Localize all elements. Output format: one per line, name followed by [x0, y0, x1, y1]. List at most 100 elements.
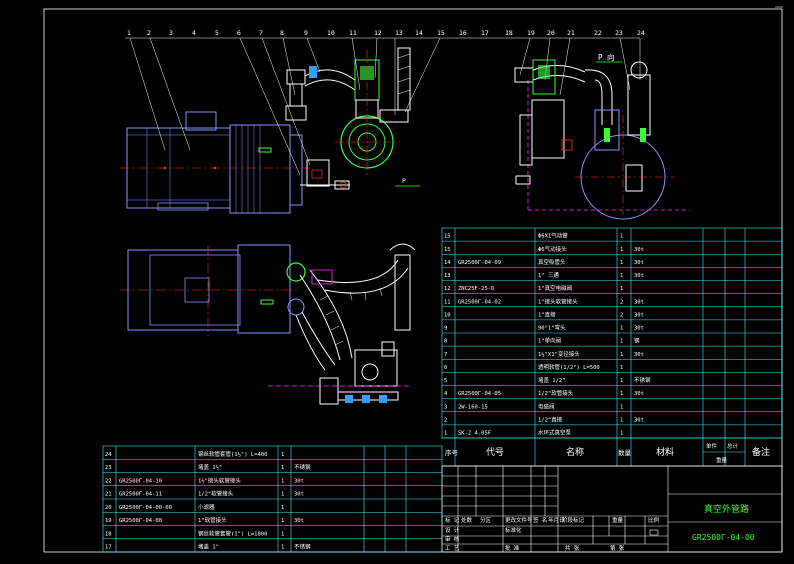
bom-lower-cell-name: 1½"接头软管接头 — [198, 476, 241, 484]
balloon-5: 5 — [215, 29, 219, 37]
bom-lower-cell-no: 19 — [105, 518, 112, 524]
bom-lower-cell-name: 堵盖 1½" — [198, 463, 222, 471]
bom-header-mat: 材料 — [656, 446, 674, 458]
bom-upper-cell-code: GR2500Γ-04-05 — [458, 391, 501, 397]
bom-lower-cell-name: 堵盖 1" — [198, 543, 219, 551]
balloon-3: 3 — [169, 29, 173, 37]
bom-upper-cell-no: 8 — [444, 339, 447, 345]
balloon-2: 2 — [147, 29, 151, 37]
solenoid-valve-small — [306, 159, 330, 187]
bom-upper-cell-no: 7 — [444, 352, 447, 358]
bom-lower-cell-qty: 1 — [281, 545, 284, 551]
bom-upper-cell-mat: 30t — [634, 299, 644, 305]
bom-upper-cell-mat: 30t — [634, 352, 644, 358]
bom-header-note: 备注 — [752, 446, 770, 458]
vacuum-valve-front — [335, 47, 411, 175]
bom-lower-cell-mat: 不锈钢 — [294, 543, 311, 551]
bom-lower-cell-qty: 1 — [281, 478, 284, 484]
bom-lower-cell-mat: 30t — [294, 518, 304, 524]
balloon-12: 12 — [374, 29, 382, 37]
tb-scale: 比例 — [648, 516, 660, 524]
bom-upper-cell-qty: 1 — [620, 352, 623, 358]
bom-upper-cell-code: GR2500Γ-04-09 — [458, 260, 501, 266]
bom-upper-cell-qty: 2 — [620, 312, 623, 318]
bom-lower-cell-mat: 30t — [294, 492, 304, 498]
bom-upper-cell-qty: 1 — [620, 417, 623, 423]
bom-upper-cell-qty: 1 — [620, 365, 623, 371]
tb-approve: 批 准 — [505, 544, 520, 552]
bom-upper-cell-qty: 1 — [620, 391, 623, 397]
bom-upper-cell-no: 2 — [444, 417, 447, 423]
tb-mark: 标 记 — [445, 516, 460, 524]
bom-lower-cell-mat: 30t — [294, 478, 304, 484]
bom-upper-cell-code: GR2500Γ-04-02 — [458, 299, 501, 305]
bom-upper-cell-mat: 钢 — [634, 337, 640, 345]
bom-upper-cell-qty: 1 — [620, 431, 623, 437]
balloon-20: 20 — [547, 29, 555, 37]
bom-upper-cell-name: 真空吸管头 — [538, 258, 566, 266]
bom-upper-cell-no: 4 — [444, 391, 448, 397]
tb-sign: 签 名 — [533, 516, 547, 524]
bom-upper-cell-name: Φ6气动接头 — [538, 245, 567, 253]
balloon-13: 13 — [395, 29, 403, 37]
bom-lower-cell-no: 20 — [105, 505, 112, 511]
tb-review: 审 核 — [445, 535, 460, 543]
tb-weight: 重量 — [612, 516, 624, 524]
bom-upper-cell-qty: 1 — [620, 273, 623, 279]
bom-upper-cell-qty: 1 — [620, 404, 623, 410]
tb-standard: 标准化 — [505, 526, 522, 534]
bom-lower-cell-name: 钢丝软管套管(1½") L=400 — [198, 450, 267, 458]
drawing-number: GR2500Γ-04-00 — [692, 533, 755, 542]
bom-upper-cell-no: 6 — [444, 365, 447, 371]
bom-upper-cell-no: 5 — [444, 378, 447, 384]
balloon-16: 16 — [459, 29, 467, 37]
bom-lower-cell-name: 1"软管接头 — [198, 516, 227, 524]
balloon-10: 10 — [327, 29, 335, 37]
bom-lower-cell-name: 钢丝软管套管(1") L=1800 — [198, 529, 267, 537]
bom-upper-cell-mat: 30t — [634, 312, 644, 318]
balloon-8: 8 — [280, 29, 284, 37]
balloon-18: 18 — [505, 29, 513, 37]
bom-upper-cell-mat: 30t — [634, 417, 644, 423]
bom-upper-cell-no: 12 — [444, 286, 451, 292]
balloon-19: 19 — [527, 29, 535, 37]
bom-upper-cell-name: 1" 三通 — [538, 271, 559, 279]
bom-upper-cell-no: 14 — [444, 260, 451, 266]
title-block — [441, 465, 783, 553]
tb-zone: 分区 — [480, 516, 492, 524]
bom-upper-cell-name: 1/2"直接 — [538, 415, 563, 423]
bom-upper-cell-mat: 30t — [634, 247, 644, 253]
bom-upper-cell-code: ZNC25F-25-D — [458, 286, 494, 292]
plan-view — [120, 243, 416, 405]
bom-header-single: 单件 — [706, 442, 718, 450]
balloon-24: 24 — [637, 29, 645, 37]
bom-upper-cell-name: 1½"X1"变径接头 — [538, 350, 580, 358]
drawing-title: 真空外管路 — [704, 503, 749, 515]
bom-header-code: 代号 — [486, 447, 504, 458]
bom-upper-cell-mat: 30t — [634, 391, 644, 397]
bom-upper-cell-qty: 1 — [620, 378, 623, 384]
balloon-9: 9 — [304, 29, 308, 37]
bom-upper-cell-no: 15 — [444, 234, 451, 240]
bom-upper-cell-name: Φ6X1气动管 — [538, 232, 568, 240]
bom-upper-cell-no: 3 — [444, 404, 447, 410]
bom-lower-cell-qty: 1 — [281, 531, 284, 537]
tb-design: 设 计 — [445, 526, 460, 534]
bom-upper-cell-mat: 30t — [634, 273, 644, 279]
bom-upper-cell-name: 1"单向阀 — [538, 337, 561, 345]
bom-lower-cell-name: 1/2"软管接头 — [198, 490, 234, 498]
bom-lower-cell-name: 小滤器 — [198, 503, 215, 511]
bom-lower-cell-no: 22 — [105, 478, 112, 484]
bom-upper-cell-no: 13 — [444, 273, 451, 279]
tb-stage: 阶段标记 — [562, 516, 585, 524]
balloon-11: 11 — [349, 29, 357, 37]
bom-upper-cell-no: 9 — [444, 326, 447, 332]
balloon-17: 17 — [481, 29, 489, 37]
balloon-4: 4 — [192, 29, 196, 37]
bom-upper-cell-name: 透明软管(1/2") L=500 — [538, 363, 600, 371]
bom-lower-cell-no: 18 — [105, 531, 112, 537]
balloon-6: 6 — [237, 29, 241, 37]
bom-upper-cell-no: 10 — [444, 312, 451, 318]
bom-upper-cell-qty: 1 — [620, 247, 623, 253]
